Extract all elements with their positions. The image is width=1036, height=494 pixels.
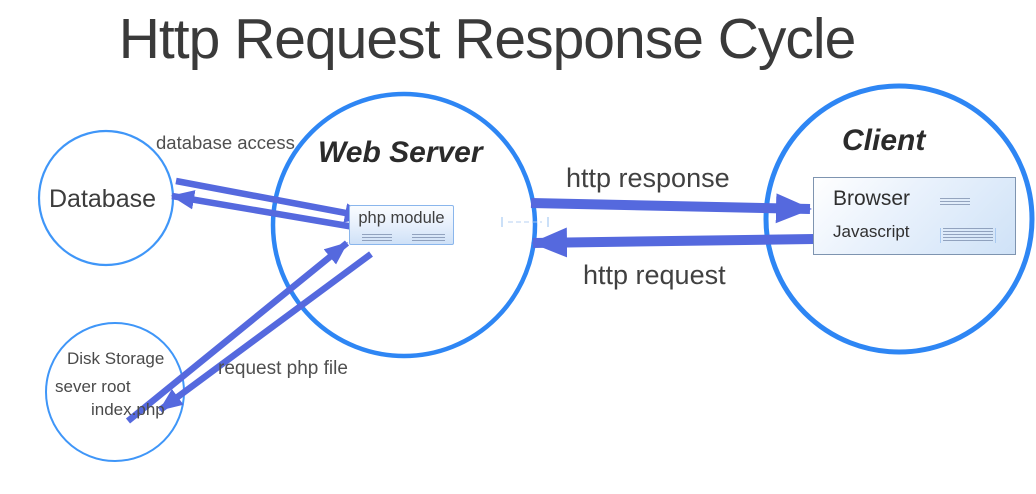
php-module-label: php module [358, 209, 445, 227]
server-root-label: sever root [55, 377, 131, 396]
arrow-http-response [530, 193, 812, 224]
web-server-circle [270, 91, 538, 359]
client-label: Client [842, 124, 926, 157]
arrow-php-module-to-database [170, 190, 355, 231]
php-module-box: php module [349, 205, 454, 245]
client-circle [763, 83, 1035, 355]
http-response-label: http response [566, 163, 730, 193]
browser-fineprint [940, 198, 970, 207]
database-access-label: database access [156, 132, 295, 153]
arrow-database-to-php-module [175, 177, 369, 223]
browser-label: Browser [833, 187, 911, 210]
page-title: Http Request Response Cycle [118, 7, 857, 71]
web-server-label: Web Server [318, 136, 483, 169]
arrow-http-request [531, 227, 815, 258]
javascript-fineprint [940, 228, 996, 243]
arrow-disk-to-php-module [125, 240, 350, 424]
disk-storage-label: Disk Storage [67, 349, 165, 368]
http-request-label: http request [583, 260, 726, 290]
faded-note [501, 217, 549, 227]
index-php-label: index.php [91, 400, 165, 419]
browser-box: Browser Javascript [813, 177, 1016, 255]
php-module-fineprint-right [412, 234, 445, 241]
javascript-label: Javascript [833, 222, 910, 241]
php-module-fineprint-left [362, 234, 392, 241]
arrow-webserver-to-disk [158, 251, 373, 413]
request-php-file-label: request php file [218, 358, 348, 379]
database-label: Database [49, 185, 157, 213]
